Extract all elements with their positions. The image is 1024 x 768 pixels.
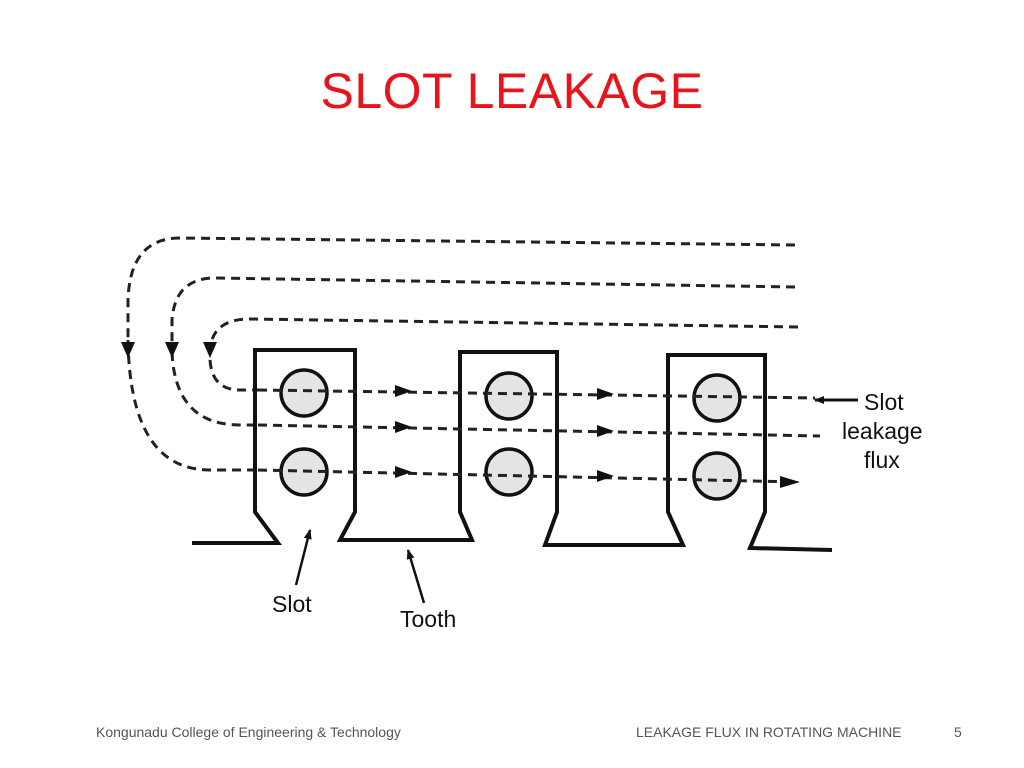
outer-flux-path-1	[126, 236, 796, 345]
flux-arrow-1a	[395, 385, 412, 397]
flux-line-top	[257, 388, 816, 400]
flux-arrow-2a	[395, 421, 412, 433]
slide-title: SLOT LEAKAGE	[320, 63, 704, 119]
conductor-top-2	[484, 371, 534, 421]
inner-flux-curve-2	[170, 351, 258, 427]
down-arrow-3	[203, 342, 217, 358]
footer-topic: LEAKAGE FLUX IN ROTATING MACHINE	[636, 724, 902, 740]
flux-arrow-3a	[395, 466, 412, 478]
flux-line-middle	[257, 423, 821, 438]
slot-flux-lines	[257, 388, 821, 484]
conductor-top-1	[279, 368, 329, 418]
slot-tooth-outline	[192, 348, 833, 552]
flux-arrow-1b	[597, 388, 614, 400]
tooth-label: Tooth	[400, 606, 456, 632]
flux-direction-arrows	[395, 385, 800, 488]
flux-label-line-2: leakage	[842, 418, 923, 444]
flux-label-line-1: Slot	[864, 389, 904, 415]
outer-flux-path-2	[170, 276, 796, 352]
slot-label: Slot	[272, 591, 312, 617]
flux-label-line-3: flux	[864, 447, 900, 473]
flux-arrow-3b	[597, 470, 614, 482]
flux-line-bottom	[257, 468, 799, 484]
footer-page-number: 5	[954, 724, 962, 740]
inner-flux-curve-1	[126, 339, 258, 472]
conductor-bottom-2	[484, 447, 534, 497]
conductor-bottom-3	[692, 451, 742, 501]
inner-flux-curve-3	[208, 359, 258, 392]
slot-pointer	[294, 529, 312, 586]
down-arrows	[121, 342, 217, 358]
down-arrow-2	[165, 342, 179, 358]
tooth-pointer	[406, 549, 426, 604]
conductor-top-3	[692, 373, 742, 423]
down-arrow-1	[121, 342, 135, 358]
flux-arrow-end	[780, 476, 800, 488]
footer-institution: Kongunadu College of Engineering & Techn…	[96, 724, 401, 740]
flux-arrow-2b	[597, 425, 614, 437]
